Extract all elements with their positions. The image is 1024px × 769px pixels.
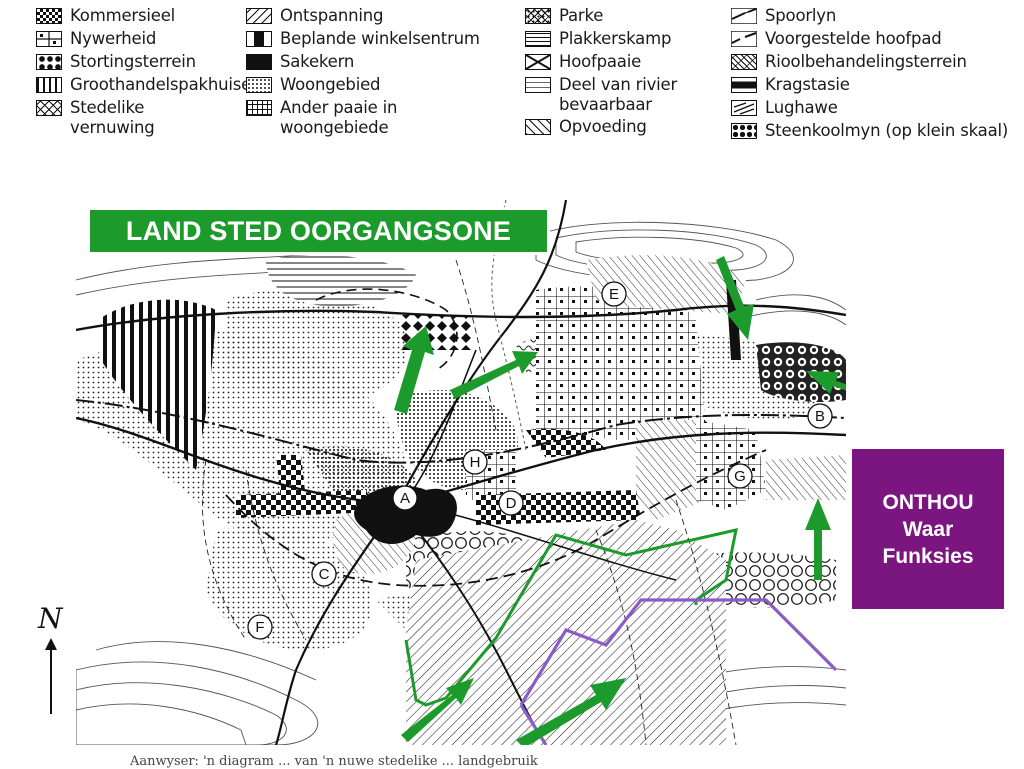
onthou-line-1: ONTHOU — [882, 490, 974, 514]
legend-swatch-mainroad-icon — [525, 54, 551, 70]
legend-label: Opvoeding — [559, 117, 647, 136]
area-label-b-circle — [807, 403, 833, 429]
area-label-a-circle — [392, 485, 418, 511]
area-label-e-circle — [601, 281, 627, 307]
legend-label: Kragstasie — [765, 75, 850, 94]
legend-swatch-wavy-icon — [731, 54, 757, 70]
arrow-4 — [806, 371, 846, 394]
arrow-6 — [401, 678, 474, 742]
roads — [76, 200, 846, 745]
legend-swatch-airport-icon — [731, 100, 757, 116]
legend-swatch-coal-icon — [731, 123, 757, 139]
area-label-g-circle — [727, 463, 753, 489]
land-sted-title-box: LAND STED OORGANGSONE — [87, 207, 550, 255]
legend-swatch-planned-icon — [246, 31, 272, 47]
legend-label: Parke — [559, 6, 604, 25]
green-arrows — [394, 256, 846, 745]
arrow-1 — [394, 326, 434, 414]
legend-swatch-vlines-icon — [36, 77, 62, 93]
arrow-5 — [805, 498, 831, 580]
legend-swatch-cross-icon — [36, 100, 62, 116]
map-caption: Aanwyser: 'n diagram ... van 'n nuwe ste… — [130, 754, 538, 769]
legend-label: Spoorlyn — [765, 6, 837, 25]
legend-swatch-grid-icon — [246, 100, 272, 116]
legend-label-line2: bevaarbaar — [559, 95, 652, 114]
legend-swatch-dots-icon — [246, 77, 272, 93]
legend-label: Groothandelspakhuise — [70, 75, 252, 94]
area-label-b: B — [815, 408, 825, 425]
land-sted-title: LAND STED OORGANGSONE — [125, 215, 512, 246]
north-arrow-icon — [45, 638, 57, 714]
area-label-f-circle — [247, 614, 273, 640]
onthou-box: ONTHOU Waar Funksies — [852, 449, 1004, 609]
area-label-f: F — [255, 619, 264, 636]
legend-swatch-proposed-icon — [731, 31, 757, 47]
legend-label: Rioolbehandelingsterrein — [765, 52, 967, 71]
area-label-d-circle — [498, 490, 524, 516]
area-labels: A B C D E F G H — [247, 281, 833, 640]
onthou-line-3: Funksies — [882, 544, 974, 568]
legend-swatch-industry-icon — [36, 31, 62, 47]
proposed-road — [225, 449, 767, 587]
area-label-h-circle — [462, 449, 488, 475]
arrow-3 — [716, 256, 754, 340]
area-label-a: A — [400, 490, 410, 507]
railway — [76, 399, 846, 464]
north-label: N — [38, 602, 63, 635]
legend-swatch-edu-icon — [525, 119, 551, 135]
legend-label: Stortingsterrein — [70, 52, 196, 71]
legend-label: Lughawe — [765, 98, 838, 117]
area-label-c: C — [319, 566, 330, 583]
legend-label: Nywerheid — [70, 29, 157, 48]
area-label-g: G — [734, 468, 746, 485]
legend-label: Ander paaie in — [280, 98, 398, 117]
arrow-2 — [450, 351, 538, 399]
legend-label: Kommersieel — [70, 6, 176, 25]
legend-label: Steenkoolmyn (op klein skaal) — [765, 121, 1009, 140]
legend-label: Voorgestelde hoofpad — [765, 29, 942, 48]
legend-label: Plakkerskamp — [559, 29, 672, 48]
onthou-line-2: Waar — [902, 517, 954, 541]
legend-label: Stedelike — [70, 98, 145, 117]
legend-label: Woongebied — [280, 75, 381, 94]
purple-zone-boundary — [519, 598, 838, 706]
legend-swatch-rail-icon — [731, 8, 757, 24]
legend-swatch-hlines-icon — [525, 31, 551, 47]
legend-swatch-diag-icon — [246, 8, 272, 24]
map-drawing: A B C D E F G H — [76, 200, 846, 745]
legend-label-line2: vernuwing — [70, 118, 155, 137]
area-label-d: D — [506, 495, 517, 512]
transition-zone-boundary — [404, 528, 738, 707]
land-use-map: A B C D E F G H — [76, 200, 846, 745]
legend-swatch-park-icon — [525, 8, 551, 24]
area-label-e: E — [609, 286, 619, 303]
legend-label: Hoofpaaie — [559, 52, 642, 71]
legend-label: Deel van rivier — [559, 75, 678, 94]
legend-label-line2: woongebiede — [280, 118, 389, 137]
area-label-c-circle — [311, 561, 337, 587]
legend-label: Beplande winkelsentrum — [280, 29, 480, 48]
legend-label: Ontspanning — [280, 6, 384, 25]
legend-swatch-solid-icon — [246, 54, 272, 70]
legend-label: Sakekern — [280, 52, 355, 71]
arrow-7 — [516, 678, 626, 745]
legend-swatch-power-icon — [731, 77, 757, 93]
legend-swatch-checker-icon — [36, 8, 62, 24]
legend-swatch-river-icon — [525, 77, 551, 93]
legend-swatch-diamond-icon — [36, 54, 62, 70]
area-label-h: H — [470, 454, 481, 471]
